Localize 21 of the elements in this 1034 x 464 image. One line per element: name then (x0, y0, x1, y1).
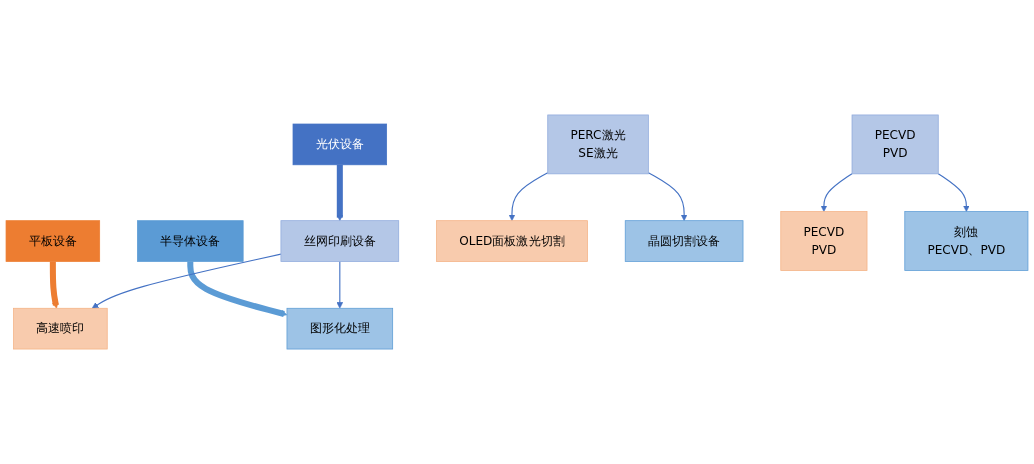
arrow (820, 173, 853, 212)
node-box: PERC激光 SE激光 (547, 114, 649, 175)
node-box: PECVD PVD (780, 211, 868, 271)
node-box: 丝网印刷设备 (280, 220, 400, 262)
node-box: 半导体设备 (137, 220, 244, 262)
arrow (49, 261, 59, 309)
node-box: 刻蚀 PECVD、PVD (904, 211, 1029, 271)
node-box: 平板设备 (5, 220, 101, 262)
arrow (336, 164, 344, 221)
node-box: PECVD PVD (851, 114, 939, 175)
node-box: OLED面板激光切割 (436, 220, 588, 262)
arrow (647, 172, 688, 221)
node-box: 晶圆切割设备 (624, 220, 744, 262)
node-box: 高速喷印 (13, 307, 108, 350)
node-box: 图形化处理 (286, 307, 394, 350)
arrow (508, 172, 549, 221)
arrow (187, 261, 288, 317)
arrow (937, 173, 970, 212)
arrow (91, 253, 282, 309)
node-box: 光伏设备 (292, 123, 387, 166)
arrow (336, 260, 344, 309)
